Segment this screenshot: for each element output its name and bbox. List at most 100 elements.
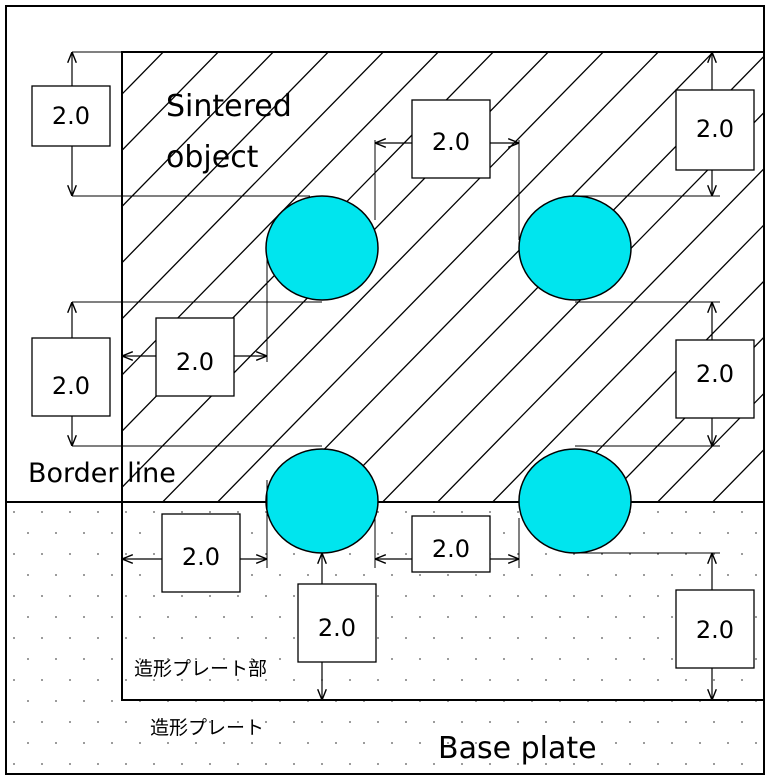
base-dot [307,742,309,744]
base-dot [461,721,463,723]
build-plate-part-outline [121,502,764,701]
base-dot [685,553,687,555]
dim-bottom-left: 2.0 [161,513,241,593]
base-dot [727,742,729,744]
base-dot [601,553,603,555]
svg-text:2.0: 2.0 [52,102,90,130]
base-dot [461,595,463,597]
base-dot [13,679,15,681]
base-dot [153,595,155,597]
base-dot [111,616,113,618]
base-dot [405,511,407,513]
base-dot [559,742,561,744]
hatch-line [122,52,220,152]
base-dot [475,616,477,618]
base-dot [657,763,659,765]
hatch-line [216,52,660,502]
hatch-line [436,167,764,502]
base-dot [195,616,197,618]
base-dot [657,511,659,513]
extension-lines [72,51,720,568]
base-dot [391,658,393,660]
base-dot [671,574,673,576]
base-dot [755,532,757,534]
base-dot [615,574,617,576]
base-dot [377,637,379,639]
base-dot [307,574,309,576]
base-dot [503,532,505,534]
base-dot [69,679,71,681]
base-dot [181,637,183,639]
base-dot [475,658,477,660]
base-dot [125,553,127,555]
base-dot [419,742,421,744]
base-dot [195,658,197,660]
base-dot [69,763,71,765]
base-dot [545,679,547,681]
base-dot [265,679,267,681]
base-dot [13,553,15,555]
base-dot [41,721,43,723]
base-dot [755,574,757,576]
base-dot [153,511,155,513]
base-dot [209,511,211,513]
base-dot [349,679,351,681]
base-dot [601,763,603,765]
base-dot [153,721,155,723]
base-dot [69,511,71,513]
dim-top-center: 2.0 [411,99,491,179]
base-dot [713,763,715,765]
base-dot [125,637,127,639]
base-dot [97,511,99,513]
base-dot [405,679,407,681]
base-dot [83,742,85,744]
circle-bottom-right [518,448,632,554]
base-dot [279,574,281,576]
base-dot [251,742,253,744]
base-dot [265,763,267,765]
base-dot [237,679,239,681]
base-dot [195,742,197,744]
base-dot [69,637,71,639]
base-dot [755,742,757,744]
base-dot [531,658,533,660]
base-dot [433,511,435,513]
base-dot [279,658,281,660]
base-dot [111,700,113,702]
label-base-plate: Base plate [438,731,597,766]
base-dot [657,679,659,681]
base-dot [489,511,491,513]
base-dot [657,721,659,723]
base-dot [447,658,449,660]
svg-text:2.0: 2.0 [432,535,470,563]
base-dot [237,721,239,723]
base-dot [111,574,113,576]
hatch-line [122,52,330,264]
base-dot [167,742,169,744]
base-dot [517,763,519,765]
base-dot [377,553,379,555]
base-dot [517,721,519,723]
base-dot [503,574,505,576]
base-dot [181,511,183,513]
base-dot [349,553,351,555]
base-dot [727,532,729,534]
base-dot [251,532,253,534]
base-dot [643,616,645,618]
base-dot [461,763,463,765]
base-dot [97,637,99,639]
base-dot [363,742,365,744]
base-dot [643,658,645,660]
base-dot [55,742,57,744]
base-dot [181,763,183,765]
base-dot [139,532,141,534]
base-dot [503,742,505,744]
dim-bottom-right: 2.0 [675,589,755,669]
base-dot [97,553,99,555]
dim-bottom-center: 2.0 [411,515,491,573]
base-dot [447,742,449,744]
base-dot [139,658,141,660]
base-dot [391,742,393,744]
base-dot [111,742,113,744]
base-dot [685,763,687,765]
